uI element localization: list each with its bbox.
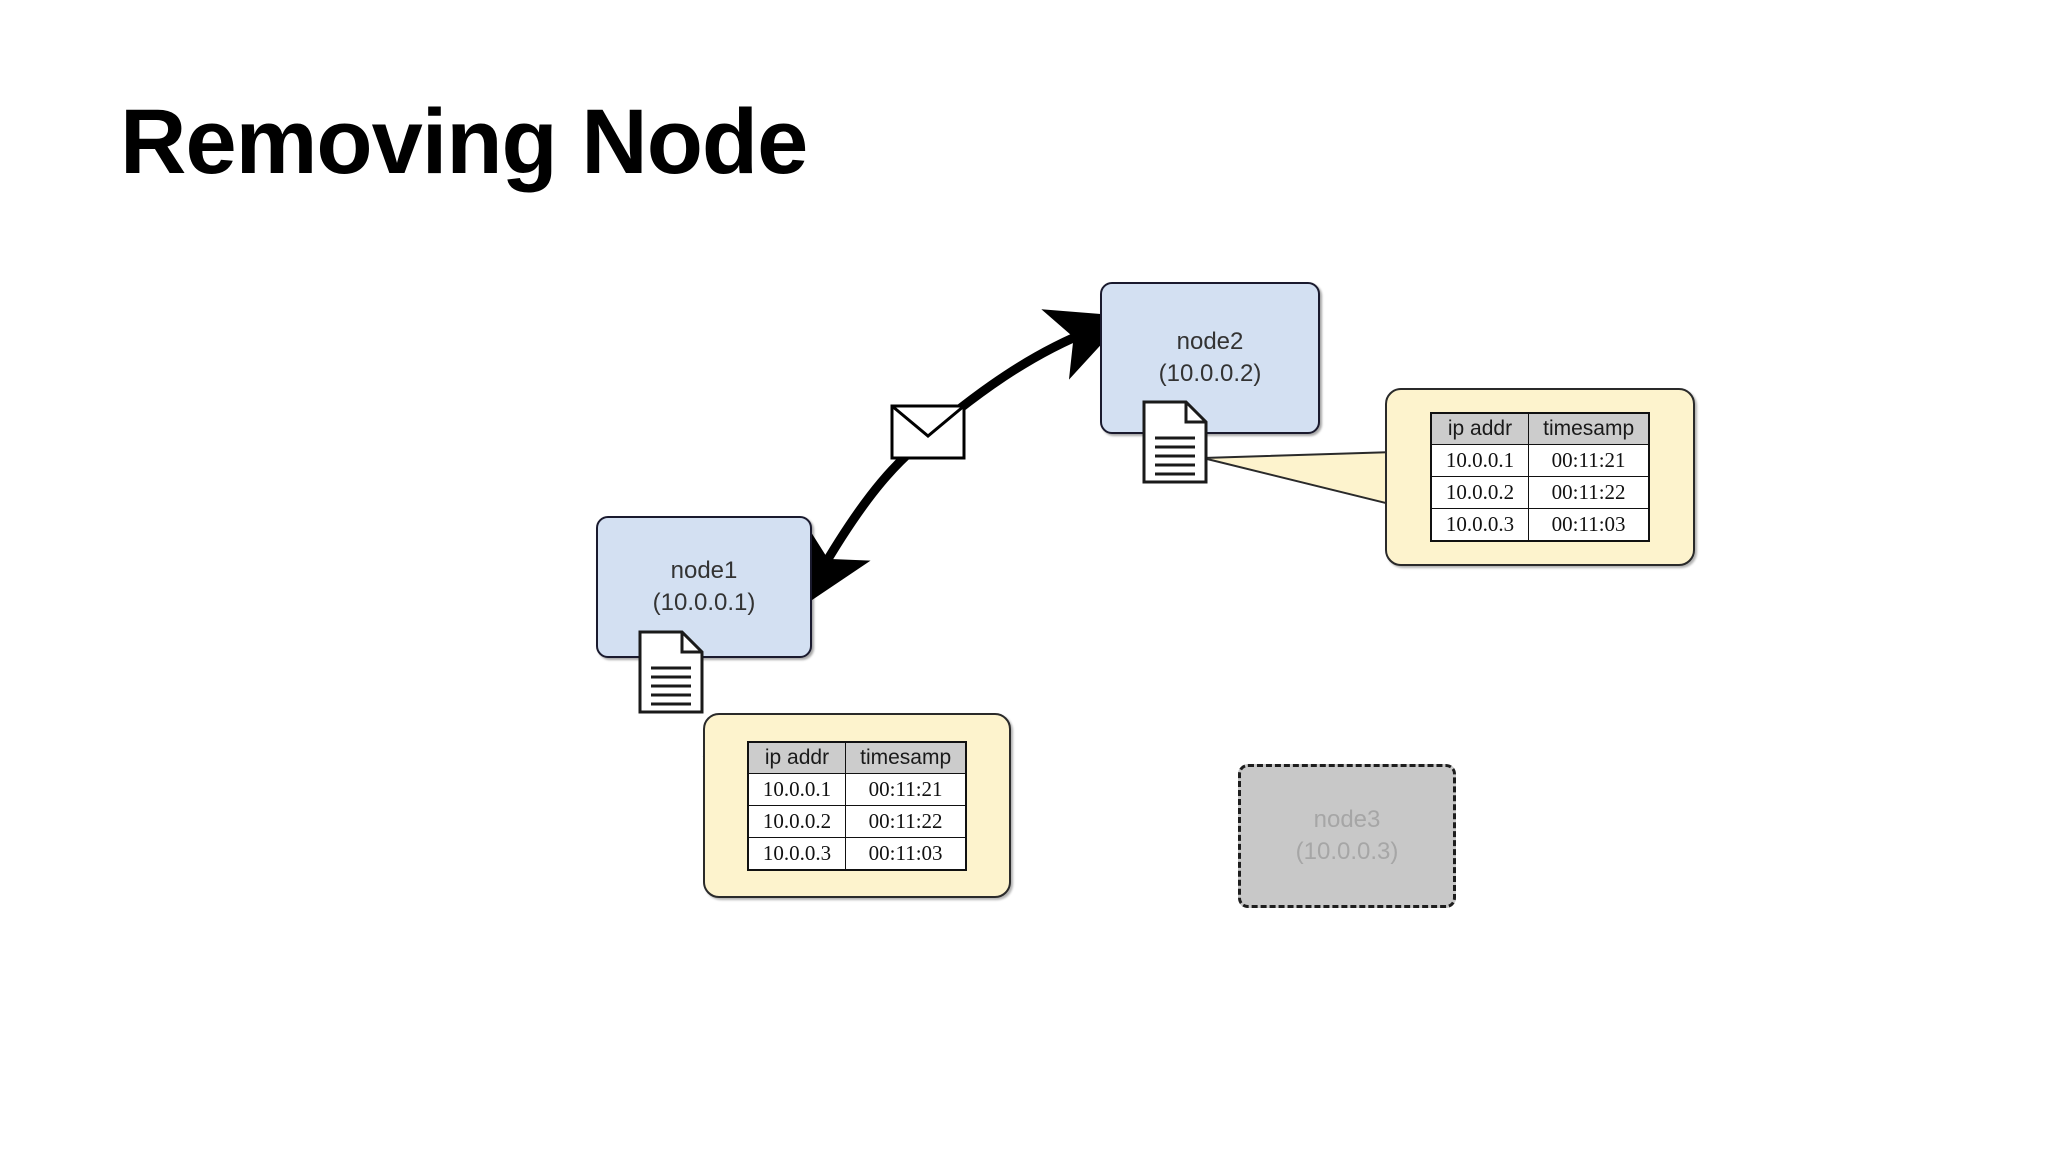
cell-timesamp: 00:11:03 [845, 836, 967, 870]
node1-address: (10.0.0.1) [652, 589, 756, 616]
table-row: 10.0.0.1 00:11:21 [1430, 444, 1650, 477]
cell-timesamp: 00:11:21 [845, 772, 967, 806]
column-header-ip-addr: ip addr [1430, 412, 1530, 445]
node3-name: node3 [1313, 805, 1381, 833]
table-header-row: ip addr timesamp [1430, 412, 1650, 445]
callout-node1[interactable]: ip addr timesamp 10.0.0.1 00:11:21 10.0.… [703, 713, 1011, 898]
cell-timesamp: 00:11:22 [845, 804, 967, 838]
node-box-node3-removed[interactable]: node3 (10.0.0.3) [1238, 764, 1456, 908]
cell-ip-addr: 10.0.0.2 [747, 804, 847, 838]
column-header-timesamp: timesamp [1528, 412, 1650, 445]
node-box-node2[interactable]: node2 (10.0.0.2) [1100, 282, 1320, 434]
routing-table-node1: ip addr timesamp 10.0.0.1 00:11:21 10.0.… [746, 740, 968, 871]
column-header-timesamp: timesamp [845, 741, 967, 774]
routing-table-node2: ip addr timesamp 10.0.0.1 00:11:21 10.0.… [1429, 412, 1651, 542]
cell-ip-addr: 10.0.0.3 [1430, 508, 1530, 542]
cell-ip-addr: 10.0.0.1 [747, 772, 847, 806]
cell-ip-addr: 10.0.0.2 [1430, 476, 1530, 509]
document-icon [638, 630, 704, 714]
node1-name: node1 [670, 556, 738, 584]
cell-ip-addr: 10.0.0.3 [747, 836, 847, 870]
table-row: 10.0.0.1 00:11:21 [747, 772, 967, 806]
table-row: 10.0.0.2 00:11:22 [747, 804, 967, 838]
callout-node2[interactable]: ip addr timesamp 10.0.0.1 00:11:21 10.0.… [1385, 388, 1695, 566]
callout-tail-node2 [1202, 450, 1400, 508]
cell-timesamp: 00:11:22 [1528, 476, 1650, 509]
table-row: 10.0.0.3 00:11:03 [747, 836, 967, 870]
node2-address: (10.0.0.2) [1158, 360, 1262, 387]
page-title: Removing Node [120, 91, 808, 193]
cell-timesamp: 00:11:21 [1528, 444, 1650, 477]
node3-address: (10.0.0.3) [1295, 838, 1399, 865]
table-row: 10.0.0.3 00:11:03 [1430, 508, 1650, 542]
document-icon [1142, 400, 1208, 484]
cell-timesamp: 00:11:03 [1528, 508, 1650, 542]
cell-ip-addr: 10.0.0.1 [1430, 444, 1530, 477]
column-header-ip-addr: ip addr [747, 741, 847, 774]
node-box-node1[interactable]: node1 (10.0.0.1) [596, 516, 812, 658]
envelope-icon [890, 404, 966, 460]
table-row: 10.0.0.2 00:11:22 [1430, 476, 1650, 509]
table-header-row: ip addr timesamp [747, 741, 967, 774]
node2-name: node2 [1176, 327, 1244, 355]
